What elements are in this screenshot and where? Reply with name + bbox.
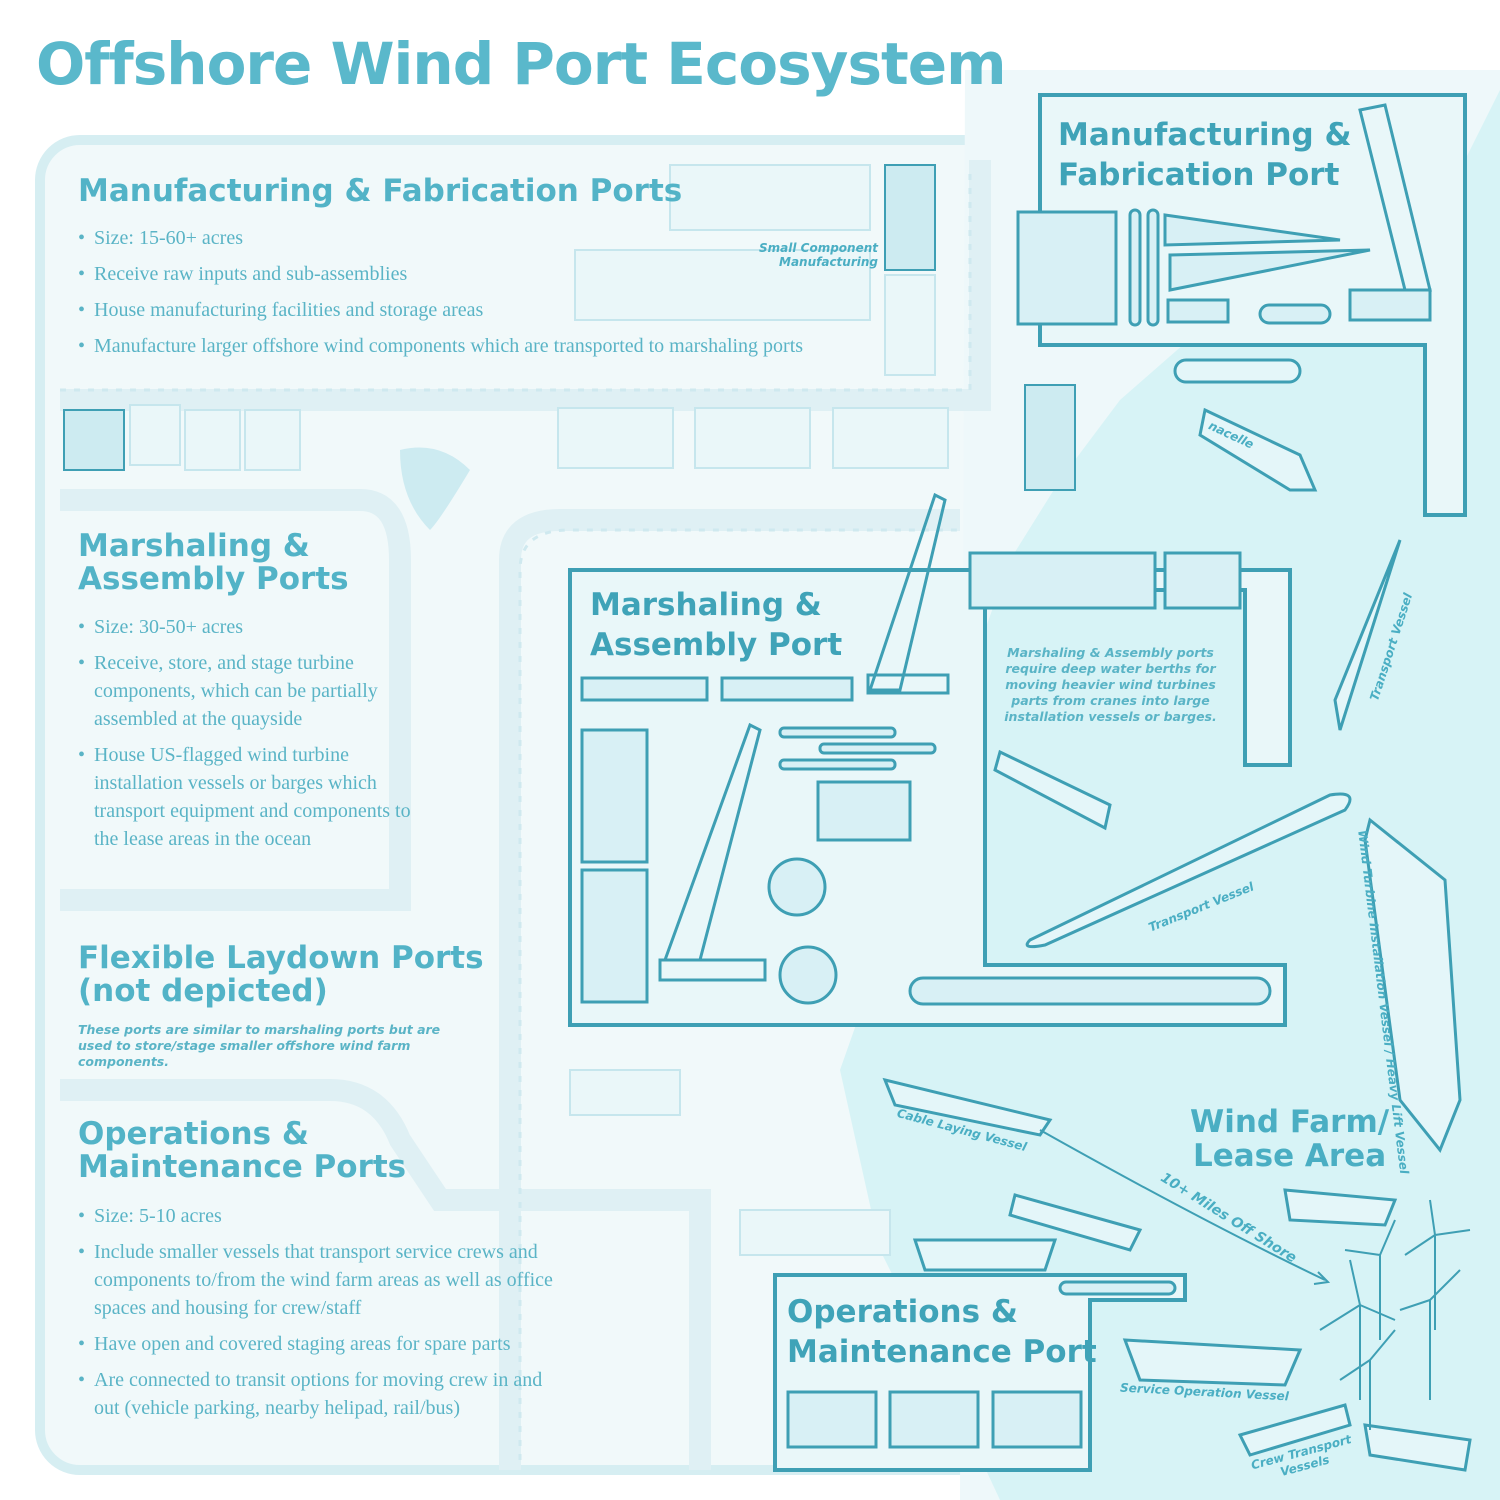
- heading-line: (not depicted): [78, 973, 328, 1010]
- bullet: Size: 30-50+ acres: [78, 613, 438, 641]
- bullet: Are connected to transit options for mov…: [78, 1366, 558, 1422]
- label-line: Fabrication Port: [1058, 157, 1340, 194]
- bullet: House manufacturing facilities and stora…: [78, 296, 898, 324]
- heading-line: Maintenance Ports: [78, 1149, 407, 1186]
- bullet: Receive, store, and stage turbine compon…: [78, 649, 438, 733]
- water: [840, 90, 1500, 1500]
- nacelle-barge: [1198, 407, 1318, 492]
- heading-line: Marshaling &: [78, 528, 310, 564]
- bullet: Manufacture larger offshore wind compone…: [78, 332, 898, 360]
- manufacturing-bullets: Size: 15-60+ acres Receive raw inputs an…: [78, 224, 898, 368]
- om-bullets: Size: 5-10 acres Include smaller vessels…: [78, 1202, 558, 1430]
- arrow-icon: [1313, 1271, 1331, 1285]
- heading-line: Flexible Laydown Ports: [78, 940, 484, 976]
- cable-route-line: [1039, 1129, 1326, 1281]
- section-heading-marshaling: Marshaling & Assembly Ports: [78, 528, 349, 598]
- label-line: Assembly Port: [590, 627, 843, 664]
- bullet: Include smaller vessels that transport s…: [78, 1238, 558, 1322]
- bullet: Receive raw inputs and sub-assemblies: [78, 260, 898, 288]
- building: [63, 409, 125, 471]
- bullet: Have open and covered staging areas for …: [78, 1330, 558, 1358]
- heading-line: Assembly Ports: [78, 561, 349, 598]
- cable-laying-vessel: [882, 1077, 1053, 1137]
- service-operation-vessel: [1122, 1338, 1303, 1387]
- installation-vessel: [1363, 817, 1462, 1153]
- section-heading-manufacturing: Manufacturing & Fabrication Ports: [78, 173, 683, 209]
- crane: [1358, 103, 1432, 292]
- bullet: Size: 5-10 acres: [78, 1202, 558, 1230]
- heading-line: Operations &: [78, 1116, 309, 1152]
- manufacturing-port-platform: [1038, 93, 1467, 517]
- wind-turbines: [1319, 1199, 1471, 1430]
- label-small-component: Small Component Manufacturing: [759, 241, 878, 269]
- label-line: Manufacturing &: [1058, 117, 1352, 153]
- transport-vessel-vertical: [1333, 539, 1402, 731]
- transport-vessel: [1025, 792, 1352, 949]
- barge: [1173, 358, 1302, 384]
- roads: [60, 160, 991, 1470]
- label-line: Wind Farm/: [1190, 1104, 1390, 1140]
- factory-building: [1016, 210, 1118, 326]
- map-label-wind-farm: Wind Farm/ Lease Area: [1190, 1105, 1389, 1173]
- bullet: House US-flagged wind turbine installati…: [78, 741, 438, 853]
- section-heading-flexible: Flexible Laydown Ports (not depicted): [78, 940, 484, 1010]
- label-line: Marshaling &: [590, 587, 822, 623]
- flexible-note: These ports are similar to marshaling po…: [78, 1022, 441, 1069]
- section-heading-om: Operations & Maintenance Ports: [78, 1116, 407, 1186]
- label-line: Maintenance Port: [787, 1334, 1097, 1371]
- map-label-manufacturing-port: Manufacturing & Fabrication Port: [1058, 115, 1352, 196]
- label-line: Lease Area: [1192, 1138, 1387, 1175]
- marshaling-berth-note: Marshaling & Assembly ports require deep…: [1004, 645, 1217, 724]
- marshaling-bullets: Size: 30-50+ acres Receive, store, and s…: [78, 613, 438, 861]
- label-line: Operations &: [787, 1294, 1018, 1330]
- page-title: Offshore Wind Port Ecosystem: [36, 30, 1006, 98]
- map-label-marshaling-port: Marshaling & Assembly Port: [590, 585, 842, 666]
- bullet: Size: 15-60+ acres: [78, 224, 898, 252]
- map-label-om-port: Operations & Maintenance Port: [787, 1292, 1097, 1373]
- pond: [400, 447, 470, 530]
